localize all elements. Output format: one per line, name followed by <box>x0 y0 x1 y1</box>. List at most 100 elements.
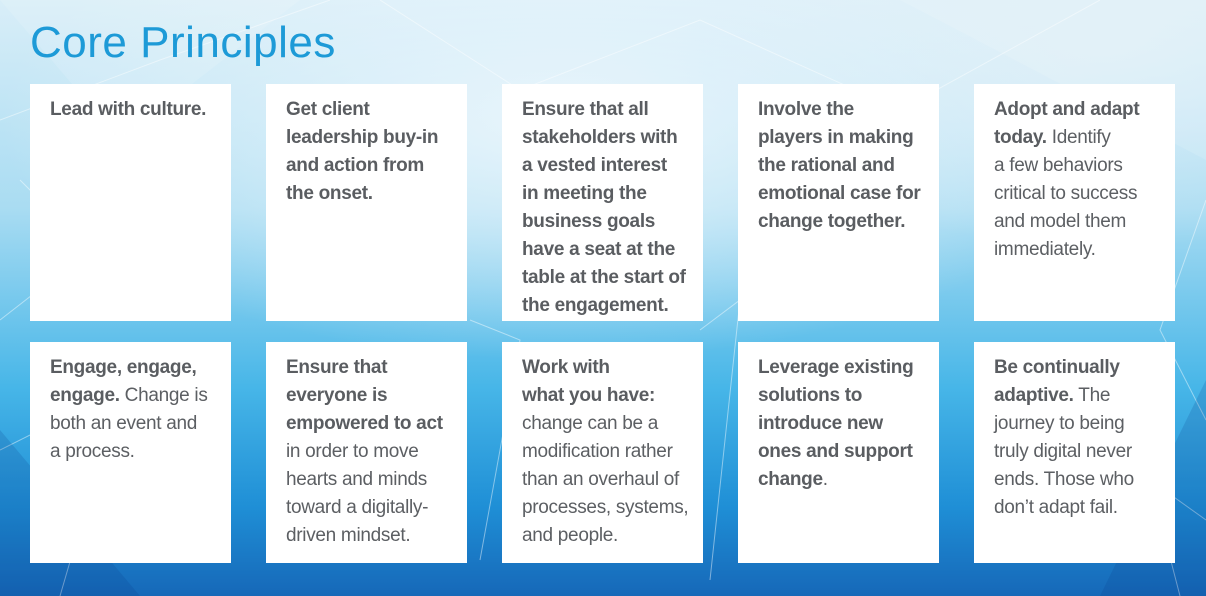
emphasis-text: a vested interest <box>522 155 667 176</box>
card-text-line: the onset. <box>286 180 457 208</box>
card-text-line: business goals <box>522 208 693 236</box>
card-text-line: table at the start of <box>522 264 693 292</box>
card-text-line: today. Identify <box>994 124 1165 152</box>
card-text-line: than an overhaul of <box>522 466 693 494</box>
body-text: The <box>1073 385 1111 406</box>
emphasis-text: business goals <box>522 211 656 232</box>
card-text-line: what you have: <box>522 382 693 410</box>
emphasis-text: the engagement. <box>522 295 669 316</box>
emphasis-text: Engage, engage, <box>50 357 197 378</box>
card-text-line: modification rather <box>522 438 693 466</box>
emphasis-text: have a seat at the <box>522 239 676 260</box>
card-text-line: change can be a <box>522 410 693 438</box>
emphasis-text: Involve the <box>758 99 854 120</box>
principle-card-adopt-adapt: Adopt and adapt today. Identify a few beha… <box>974 84 1175 321</box>
emphasis-text: Leverage existing <box>758 357 914 378</box>
principle-card-involve-players: Involve the players in making the rational… <box>738 84 939 321</box>
principle-card-client-buy-in: Get client leadership buy-in and action fr… <box>266 84 467 321</box>
card-text-line: adaptive. The <box>994 382 1165 410</box>
card-text-line: Adopt and adapt <box>994 96 1165 124</box>
emphasis-text: everyone is <box>286 385 388 406</box>
card-text-line: and model them <box>994 208 1165 236</box>
card-text-line: change together. <box>758 208 929 236</box>
card-text-line: have a seat at the <box>522 236 693 264</box>
body-text: . <box>822 469 828 490</box>
emphasis-text: emotional case for <box>758 183 921 204</box>
body-text: in order to move <box>286 441 419 462</box>
principle-card-empower: Ensure that everyone is empowered to act in… <box>266 342 467 563</box>
principle-card-lead-with-culture: Lead with culture. <box>30 84 231 321</box>
emphasis-text: in meeting the <box>522 183 647 204</box>
body-text: driven mindset. <box>286 525 411 546</box>
emphasis-text: empowered to act <box>286 413 443 434</box>
card-text-line: Work with <box>522 354 693 382</box>
emphasis-text: change together. <box>758 211 906 232</box>
body-text: than an overhaul of <box>522 469 679 490</box>
body-text: truly digital never <box>994 441 1132 462</box>
card-text-line: a process. <box>50 438 221 466</box>
emphasis-text: solutions to <box>758 385 863 406</box>
card-text-line: everyone is <box>286 382 457 410</box>
card-text-line: ones and support <box>758 438 929 466</box>
card-text-line: truly digital never <box>994 438 1165 466</box>
card-text-line: Engage, engage, <box>50 354 221 382</box>
card-text-line: empowered to act <box>286 410 457 438</box>
card-text-line: Involve the <box>758 96 929 124</box>
body-text: a process. <box>50 441 135 462</box>
body-text: Identify <box>1046 127 1111 148</box>
emphasis-text: the onset. <box>286 183 373 204</box>
card-text-line: processes, systems, <box>522 494 693 522</box>
body-text: change can be a <box>522 413 659 434</box>
card-text-line: Be continually <box>994 354 1165 382</box>
body-text: and model them <box>994 211 1127 232</box>
card-text-line: the engagement. <box>522 292 693 320</box>
card-text-line: the rational and <box>758 152 929 180</box>
emphasis-text: ones and support <box>758 441 913 462</box>
body-text: critical to success <box>994 183 1138 204</box>
emphasis-text: change <box>758 469 823 490</box>
emphasis-text: the rational and <box>758 155 895 176</box>
emphasis-text: table at the start of <box>522 267 686 288</box>
card-text-line: players in making <box>758 124 929 152</box>
card-text-line: Ensure that <box>286 354 457 382</box>
emphasis-text: Get client <box>286 99 370 120</box>
emphasis-text: Be continually <box>994 357 1120 378</box>
card-text-line: in meeting the <box>522 180 693 208</box>
emphasis-text: players in making <box>758 127 914 148</box>
emphasis-text: and action from <box>286 155 425 176</box>
card-text-line: don’t adapt fail. <box>994 494 1165 522</box>
emphasis-text: today. <box>994 127 1047 148</box>
body-text: modification rather <box>522 441 673 462</box>
card-text-line: immediately. <box>994 236 1165 264</box>
body-text: a few behaviors <box>994 155 1123 176</box>
emphasis-text: Lead with culture. <box>50 99 207 120</box>
card-text-line: both an event and <box>50 410 221 438</box>
emphasis-text: Ensure that <box>286 357 388 378</box>
emphasis-text: Adopt and adapt <box>994 99 1140 120</box>
card-text-line: ends. Those who <box>994 466 1165 494</box>
card-text-line: solutions to <box>758 382 929 410</box>
body-text: and people. <box>522 525 619 546</box>
card-text-line: critical to success <box>994 180 1165 208</box>
card-text-line: stakeholders with <box>522 124 693 152</box>
card-text-line: a vested interest <box>522 152 693 180</box>
body-text: don’t adapt fail. <box>994 497 1118 518</box>
body-text: processes, systems, <box>522 497 689 518</box>
emphasis-text: what you have: <box>522 385 656 406</box>
principle-card-work-with-what-you-have: Work with what you have: change can be a mo… <box>502 342 703 563</box>
card-text-line: change. <box>758 466 929 494</box>
card-text-line: journey to being <box>994 410 1165 438</box>
card-text-line: Ensure that all <box>522 96 693 124</box>
card-text-line: in order to move <box>286 438 457 466</box>
card-text-line: emotional case for <box>758 180 929 208</box>
principle-card-stakeholders: Ensure that all stakeholders with a vested… <box>502 84 703 321</box>
body-text: hearts and minds <box>286 469 427 490</box>
emphasis-text: leadership buy-in <box>286 127 439 148</box>
emphasis-text: stakeholders with <box>522 127 678 148</box>
card-text-line: Lead with culture. <box>50 96 221 124</box>
body-text: ends. Those who <box>994 469 1134 490</box>
emphasis-text: Ensure that all <box>522 99 649 120</box>
card-text-line: Get client <box>286 96 457 124</box>
emphasis-text: engage. <box>50 385 120 406</box>
